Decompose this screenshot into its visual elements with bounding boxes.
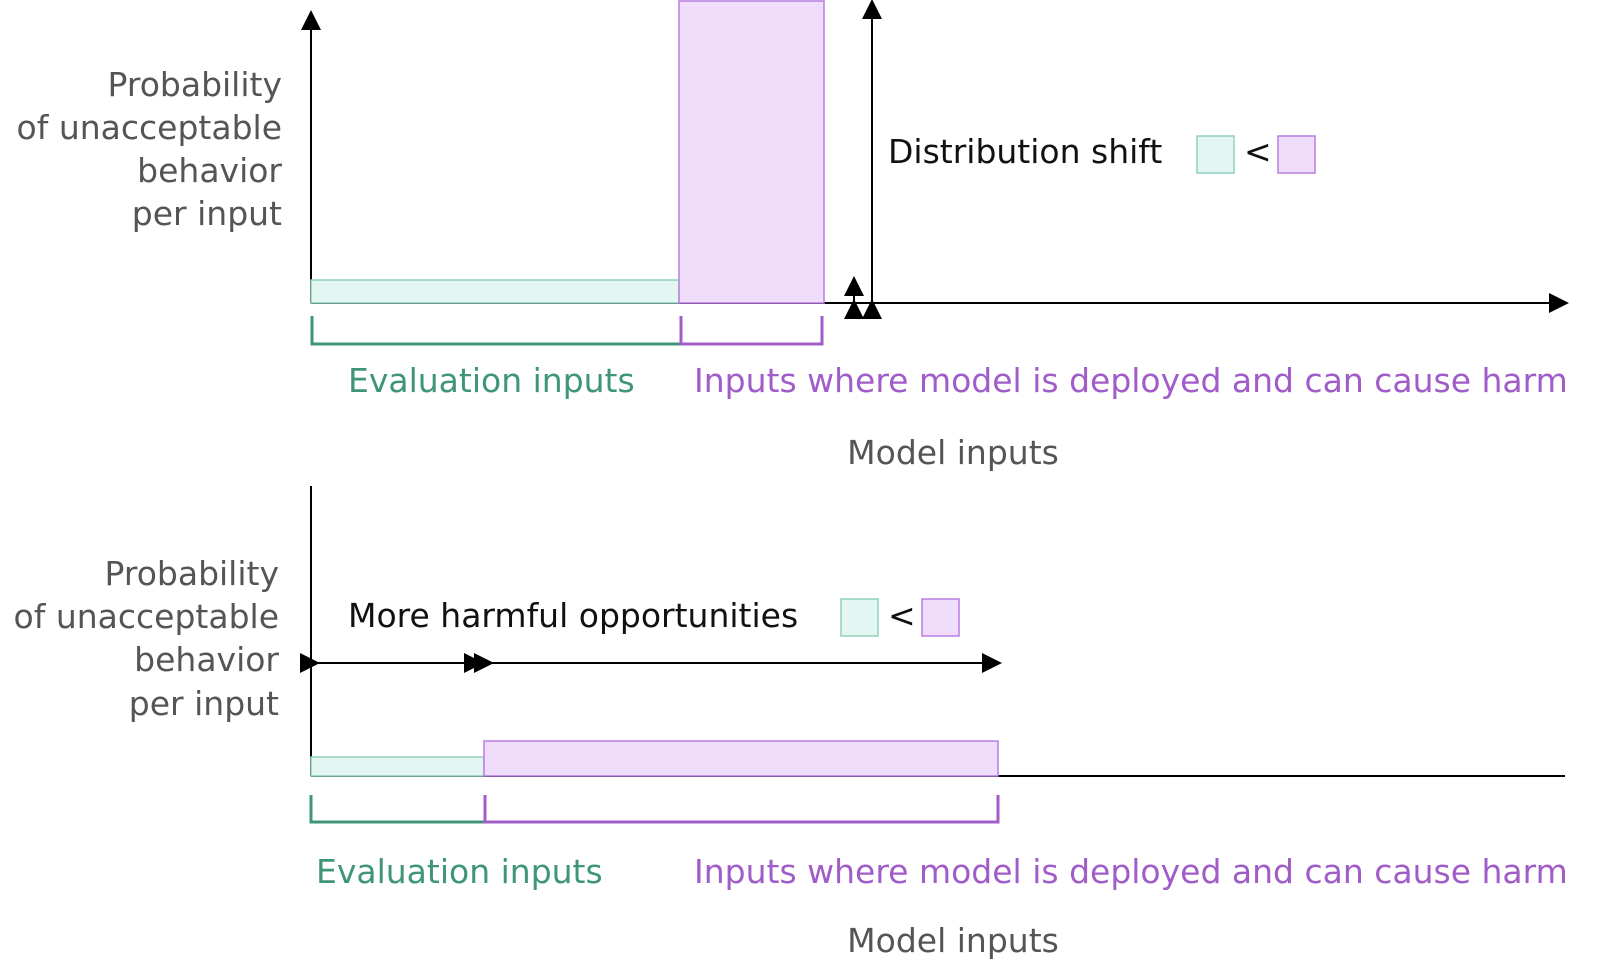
bottom-comparison-symbol: < xyxy=(888,596,916,635)
top-annotation-text: Distribution shift xyxy=(888,132,1162,171)
top-evaluation-bracket xyxy=(310,316,683,346)
top-comparison-symbol: < xyxy=(1244,132,1272,171)
bottom-x-axis-label: Model inputs xyxy=(847,921,1059,959)
top-deployment-bracket xyxy=(679,316,824,346)
bottom-y-axis-label-line-1: Probability xyxy=(105,554,279,593)
top-deployment-color-swatch-icon xyxy=(1277,135,1316,174)
bottom-deployment-color-swatch-icon xyxy=(921,598,960,637)
top-evaluation-color-swatch-icon xyxy=(1196,135,1235,174)
top-evaluation-bar xyxy=(310,279,680,304)
top-evaluation-label: Evaluation inputs xyxy=(348,361,635,400)
bottom-evaluation-bracket xyxy=(309,795,487,824)
bottom-evaluation-color-swatch-icon xyxy=(840,598,879,637)
top-y-axis-label-line-2: of unacceptable xyxy=(17,108,282,147)
bottom-evaluation-label: Evaluation inputs xyxy=(316,852,603,891)
bottom-deployment-bracket xyxy=(483,795,1000,824)
top-deployment-label: Inputs where model is deployed and can c… xyxy=(694,361,1568,400)
bottom-annotation-text: More harmful opportunities xyxy=(348,596,798,635)
top-y-axis-label-line-1: Probability xyxy=(108,65,282,104)
top-y-axis-label-line-4: per input xyxy=(132,194,282,233)
bottom-deployment-bar xyxy=(483,740,999,777)
bottom-y-axis-label-line-3: behavior xyxy=(134,640,279,679)
top-y-axis-label-line-3: behavior xyxy=(137,151,282,190)
bottom-panel: Probability of unacceptable behavior per… xyxy=(14,486,1568,959)
bottom-evaluation-bar xyxy=(310,756,485,777)
bottom-y-axis-label-line-2: of unacceptable xyxy=(14,597,279,636)
bottom-y-axis-label-line-4: per input xyxy=(129,684,279,723)
bottom-deployment-label: Inputs where model is deployed and can c… xyxy=(694,852,1568,891)
top-deployment-bar xyxy=(678,0,825,304)
top-panel: Probability of unacceptable behavior per… xyxy=(17,0,1569,472)
top-x-axis-label: Model inputs xyxy=(847,433,1059,472)
